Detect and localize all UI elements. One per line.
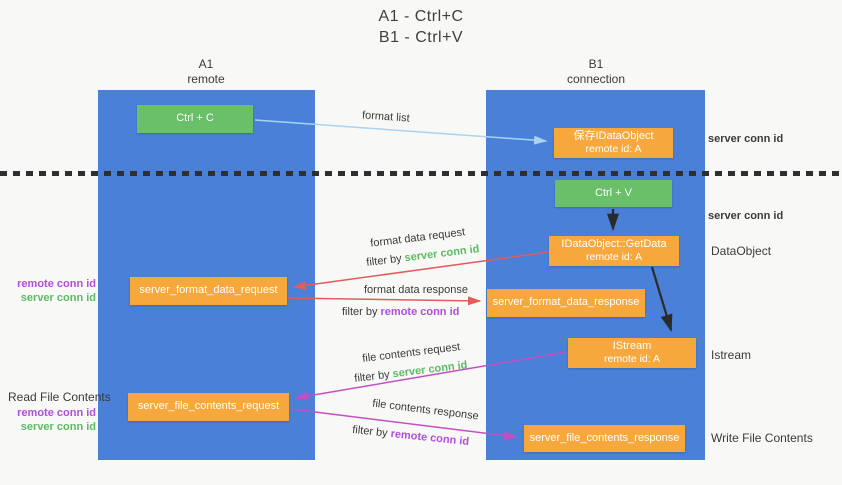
server-conn-id-key: server conn id (391, 359, 469, 381)
format-data-response-filter: filter by remote conn id (342, 306, 459, 318)
format-data-response-arrow (287, 296, 482, 306)
phase-separator-dotted-line (0, 171, 842, 176)
save-idataobject-line1: 保存IDataObject (573, 129, 654, 142)
server-file-contents-response-label: server_file_contents_response (529, 431, 680, 444)
server-file-contents-request-box: server_file_contents_request (128, 393, 289, 421)
dataobject-label: DataObject (711, 244, 772, 258)
ctrl-v-box: Ctrl + V (555, 180, 672, 207)
diagram-title-line1: A1 - Ctrl+C (378, 8, 464, 25)
istream-side-label: Istream (711, 348, 752, 362)
idataobject-getdata-box: IDataObject::GetData remote id: A (549, 236, 679, 266)
server-file-contents-response-box: server_file_contents_response (524, 425, 685, 452)
remote-conn-id-key: remote conn id (380, 306, 460, 318)
column-header-b1: B1 connection (526, 57, 666, 87)
filter-prefix: filter by (351, 423, 392, 440)
column-b1-subtitle: connection (566, 72, 626, 86)
server-conn-id-label-left-1: server conn id (20, 292, 96, 305)
server-conn-id-label-left-2: server conn id (20, 421, 96, 434)
server-format-data-response-box: server_format_data_response (487, 289, 645, 317)
idataobject-getdata-line2: remote id: A (585, 251, 643, 264)
remote-conn-id-label-left-1: remote conn id (17, 278, 96, 290)
istream-line2: remote id: A (603, 353, 661, 366)
column-b1-name: B1 (588, 57, 604, 71)
format-data-response-label: format data response (364, 284, 468, 296)
server-format-data-request-box: server_format_data_request (130, 277, 287, 305)
server-format-data-response-label: server_format_data_response (492, 296, 640, 309)
write-file-contents-label: Write File Contents (711, 431, 813, 445)
server-conn-id-key: server conn id (403, 243, 481, 265)
istream-line1: IStream (612, 339, 652, 352)
remote-conn-id-label-left-2: remote conn id (17, 407, 96, 419)
server-file-contents-request-label: server_file_contents_request (137, 400, 280, 413)
server-format-data-request-label: server_format_data_request (139, 284, 278, 297)
istream-box: IStream remote id: A (568, 338, 696, 368)
file-contents-response-filter: filter by remote conn id (352, 424, 470, 448)
filter-prefix: filter by (353, 368, 394, 385)
read-file-contents-label: Read File Contents (8, 390, 111, 404)
left-conn-id-stack-2: remote conn id server conn id (0, 406, 96, 435)
save-idataobject-line2: remote id: A (585, 143, 642, 156)
ctrl-v-label: Ctrl + V (595, 186, 632, 199)
server-conn-id-label-right-2: server conn id (708, 210, 784, 222)
column-a1-name: A1 (198, 57, 214, 71)
ctrl-c-label: Ctrl + C (176, 112, 214, 125)
idataobject-getdata-line1: IDataObject::GetData (561, 237, 667, 250)
remote-conn-id-key: remote conn id (389, 427, 470, 449)
filter-prefix: filter by (365, 252, 406, 269)
column-a1-subtitle: remote (187, 72, 225, 86)
filter-prefix: filter by (342, 306, 381, 318)
ctrl-c-box: Ctrl + C (137, 105, 253, 133)
column-header-a1: A1 remote (136, 57, 276, 87)
diagram-title-line2: B1 - Ctrl+V (378, 29, 464, 46)
format-list-label: format list (361, 109, 411, 125)
file-contents-response-label: file contents response (371, 397, 480, 423)
left-conn-id-stack-1: remote conn id server conn id (0, 277, 96, 306)
server-conn-id-label-right-1: server conn id (708, 133, 784, 145)
save-idataobject-box: 保存IDataObject remote id: A (554, 128, 673, 158)
